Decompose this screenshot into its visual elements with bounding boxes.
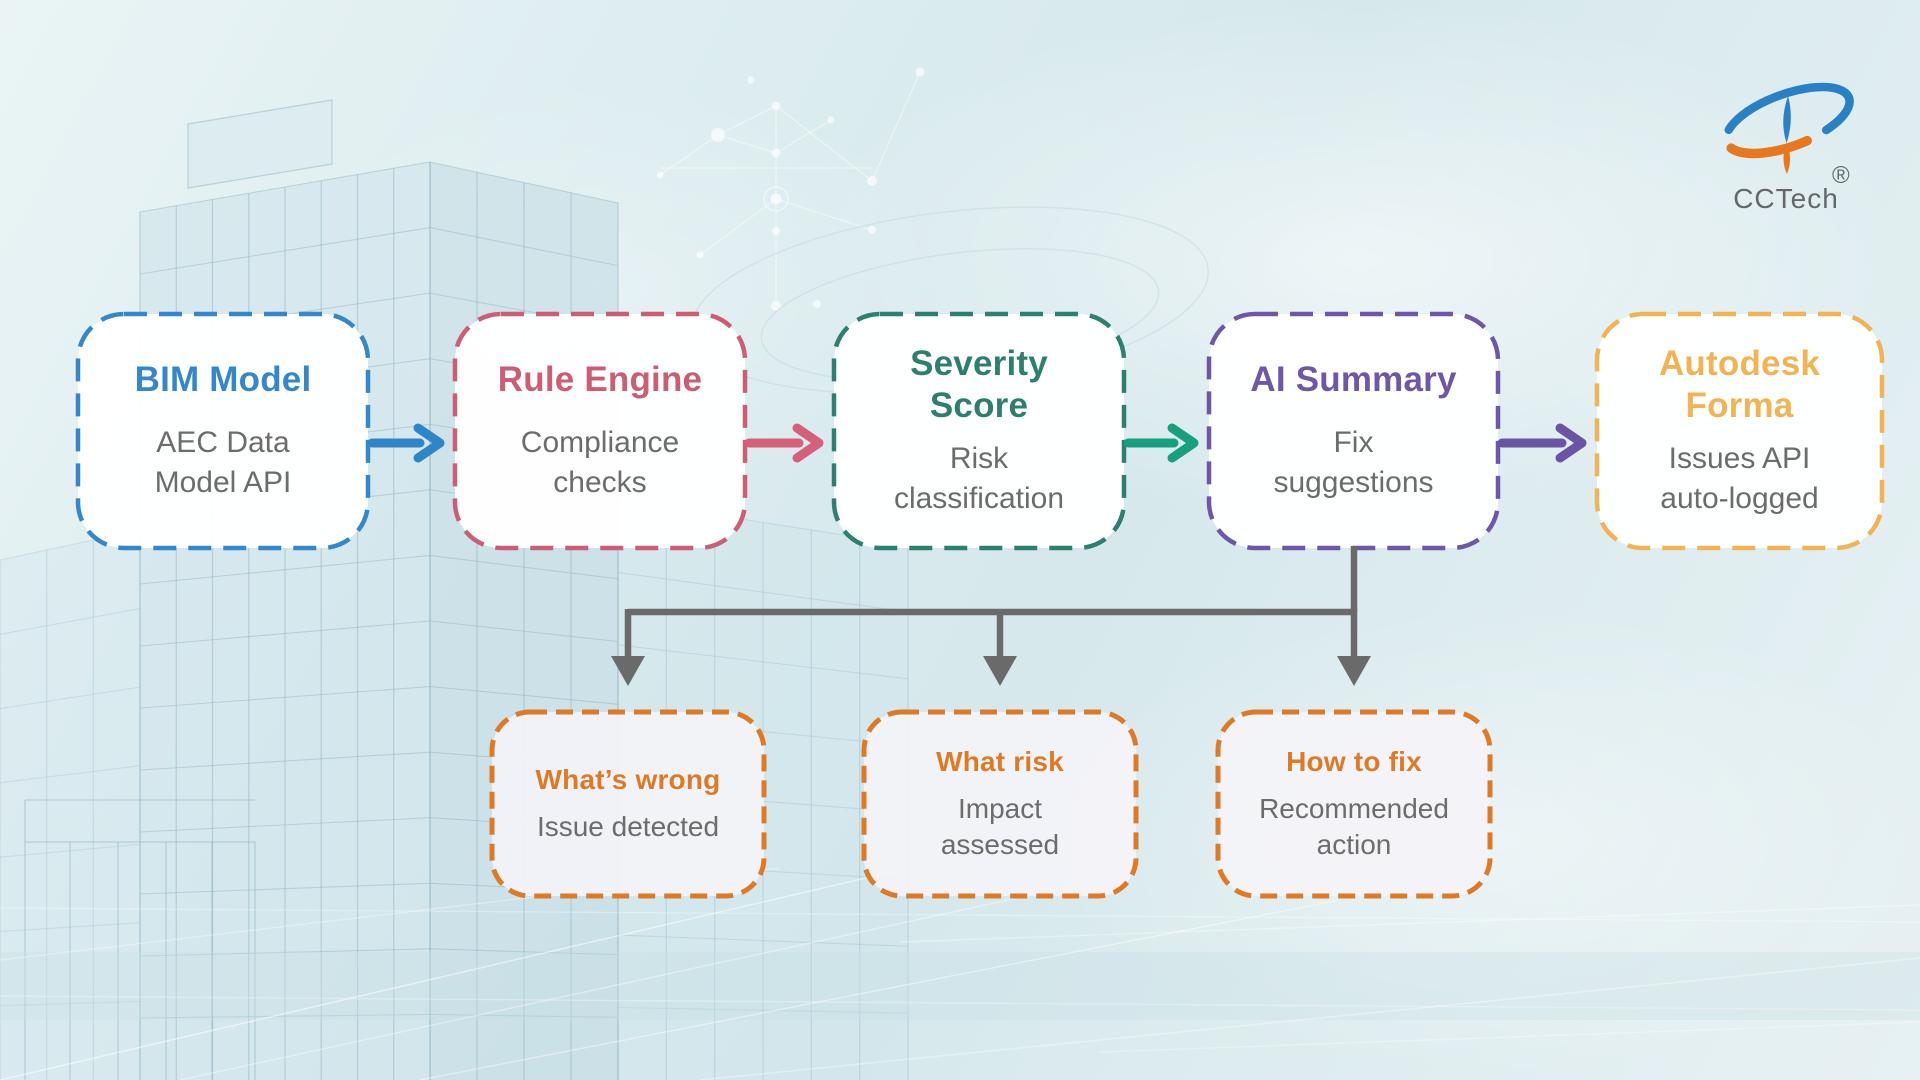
node-severity-score: Severity Score Risk classification [834,314,1124,548]
logo-swoosh-orange [1726,135,1812,159]
wireframe-grid [0,161,909,1080]
node-title: What’s wrong [535,763,721,795]
brand-name: CCTech [1733,183,1839,214]
node-subtitle: Impact assessed [940,792,1060,861]
logo-lens-top [1783,96,1791,143]
node-title: What risk [936,745,1064,777]
branch-connector [624,546,1358,660]
node-subtitle: Recommended action [1259,792,1449,861]
node-ai-summary: AI Summary Fix suggestions [1209,314,1498,548]
flow-arrow-1 [367,423,445,463]
branch-arrowhead [611,656,645,686]
plaza-lines [0,867,1920,1080]
node-title: How to fix [1286,745,1422,777]
flow-arrow-4 [1497,423,1587,463]
node-whats-wrong: What’s wrong Issue detected [492,712,764,896]
wireframe-building [0,99,908,1080]
node-subtitle: Issue detected [536,810,720,842]
node-what-risk: What risk Impact assessed [864,712,1136,896]
branch-arrowhead [1337,656,1371,686]
node-subtitle: Compliance checks [520,425,680,499]
flow-arrow-3 [1123,423,1199,463]
node-subtitle: Risk classification [893,441,1065,515]
node-how-to-fix: How to fix Recommended action [1218,712,1490,896]
node-title: Rule Engine [497,360,703,400]
node-title: AI Summary [1250,360,1457,400]
node-subtitle: Issues API auto-logged [1660,441,1819,515]
branch-arrowhead [983,656,1017,686]
node-subtitle: Fix suggestions [1273,425,1434,499]
node-title: BIM Model [134,360,312,400]
node-autodesk-forma: Autodesk Forma Issues API auto-logged [1597,314,1882,548]
node-bim-model: BIM Model AEC Data Model API [78,314,368,548]
node-rule-engine: Rule Engine Compliance checks [455,314,745,548]
cctech-logo: ® CCTech [1724,82,1854,214]
flow-arrow-2 [744,423,824,463]
node-subtitle: AEC Data Model API [154,425,292,499]
node-title: Autodesk Forma [1658,344,1821,425]
node-title: Severity Score [910,344,1048,425]
